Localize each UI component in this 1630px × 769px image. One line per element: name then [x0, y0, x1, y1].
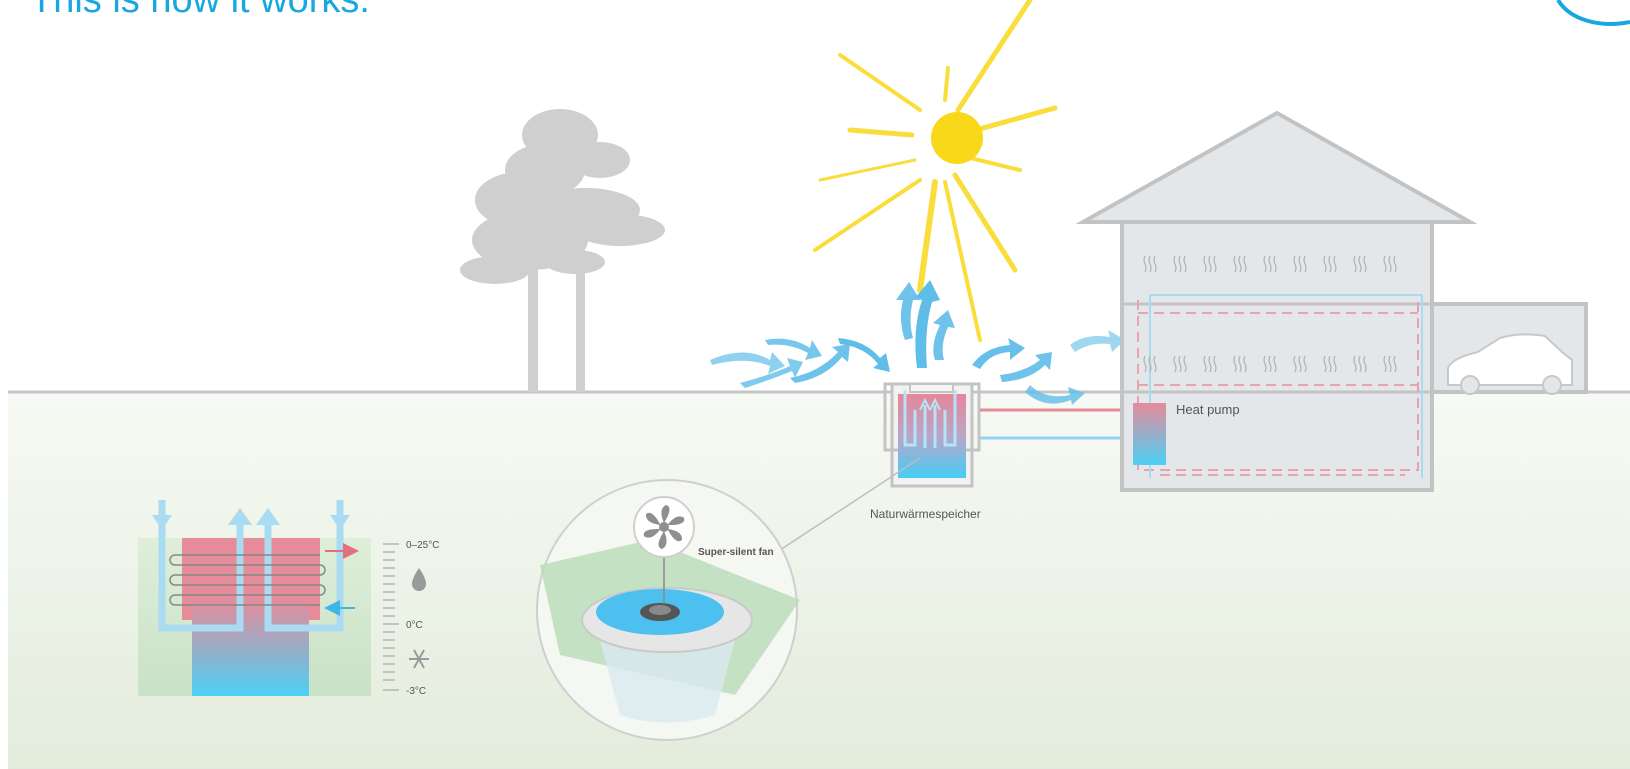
snowflake-icon: [409, 649, 429, 669]
scale-bottom-label: -3°C: [406, 686, 426, 697]
storage-tank: [883, 382, 981, 488]
fan-detail: [536, 479, 800, 741]
fan-label: Super-silent fan: [698, 547, 774, 558]
tree-icon: [460, 109, 665, 392]
page-title: This is how it works:: [30, 0, 370, 21]
heat-exchanger-detail: [138, 500, 371, 696]
scale-mid-label: 0°C: [406, 620, 423, 631]
heat-pump-label: Heat pump: [1176, 402, 1240, 417]
water-drop-icon: [412, 568, 426, 591]
logo-icon: [1556, 0, 1630, 26]
temperature-scale: [383, 543, 399, 691]
airflow-arrows: [710, 280, 1125, 405]
connector-line: [779, 457, 921, 551]
house-icon: [1075, 110, 1588, 492]
heat-pump-unit: [1133, 403, 1166, 465]
scale-top-label: 0–25°C: [406, 540, 439, 551]
car-icon: [1447, 333, 1573, 395]
sun-icon: [813, 0, 1058, 342]
fan-icon: [643, 505, 685, 549]
storage-label: Naturwärmespeicher: [870, 507, 981, 521]
